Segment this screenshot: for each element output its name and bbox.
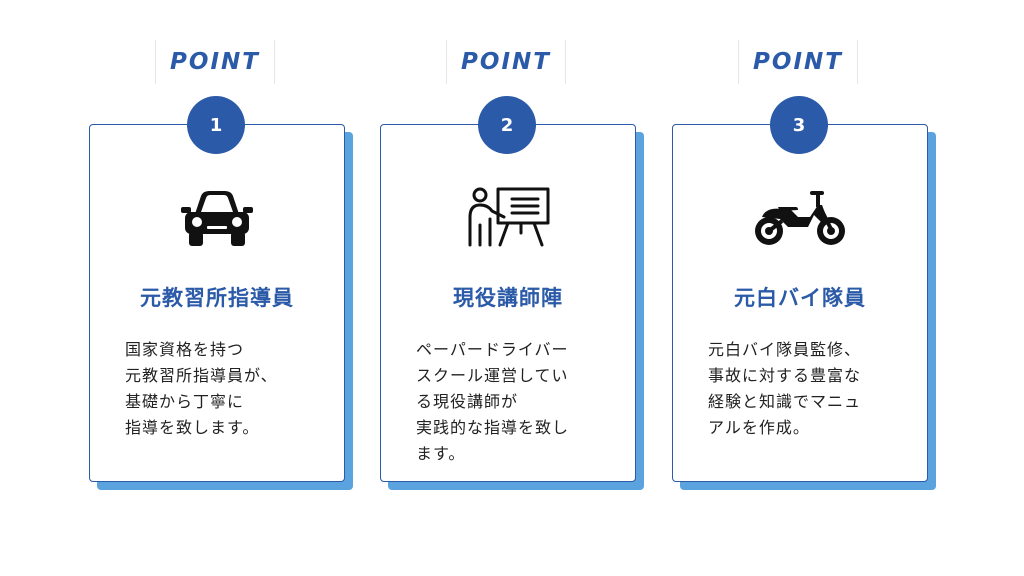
card-title: 現役講師陣: [453, 286, 563, 310]
point-label-box: POINT: [446, 40, 566, 84]
point-card-1: POINT 1 元教習所指導員 国家資格を持つ 元教習所指導員が、 基礎から丁寧…: [89, 0, 353, 576]
point-label: POINT: [170, 49, 260, 75]
card-description: ペーパードライバー スクール運営してい る現役講師が 実践的な指導を致し ます。: [416, 340, 570, 463]
point-label-box: POINT: [155, 40, 275, 84]
point-number-badge: 2: [478, 96, 536, 154]
car-icon: [167, 182, 267, 254]
point-number: 1: [209, 114, 223, 136]
point-number: 2: [500, 114, 514, 136]
card-panel: [380, 124, 636, 482]
point-card-2: POINT 2: [380, 0, 644, 576]
instructor-whiteboard-icon: [458, 182, 558, 254]
card-description: 国家資格を持つ 元教習所指導員が、 基礎から丁寧に 指導を致します。: [125, 340, 278, 437]
point-label: POINT: [753, 49, 843, 75]
card-title: 元教習所指導員: [140, 286, 294, 310]
card-description: 元白バイ隊員監修、 事故に対する豊富な 経験と知識でマニュ アルを作成。: [708, 340, 862, 437]
point-label-box: POINT: [738, 40, 858, 84]
motorcycle-icon: [750, 182, 850, 254]
point-number: 3: [792, 114, 806, 136]
card-panel: [89, 124, 345, 482]
point-number-badge: 3: [770, 96, 828, 154]
point-card-3: POINT 3 元白バイ隊員 元白バイ隊員監修、 事故に対: [672, 0, 936, 576]
point-label: POINT: [461, 49, 551, 75]
card-panel: [672, 124, 928, 482]
card-title: 元白バイ隊員: [734, 286, 866, 310]
point-number-badge: 1: [187, 96, 245, 154]
